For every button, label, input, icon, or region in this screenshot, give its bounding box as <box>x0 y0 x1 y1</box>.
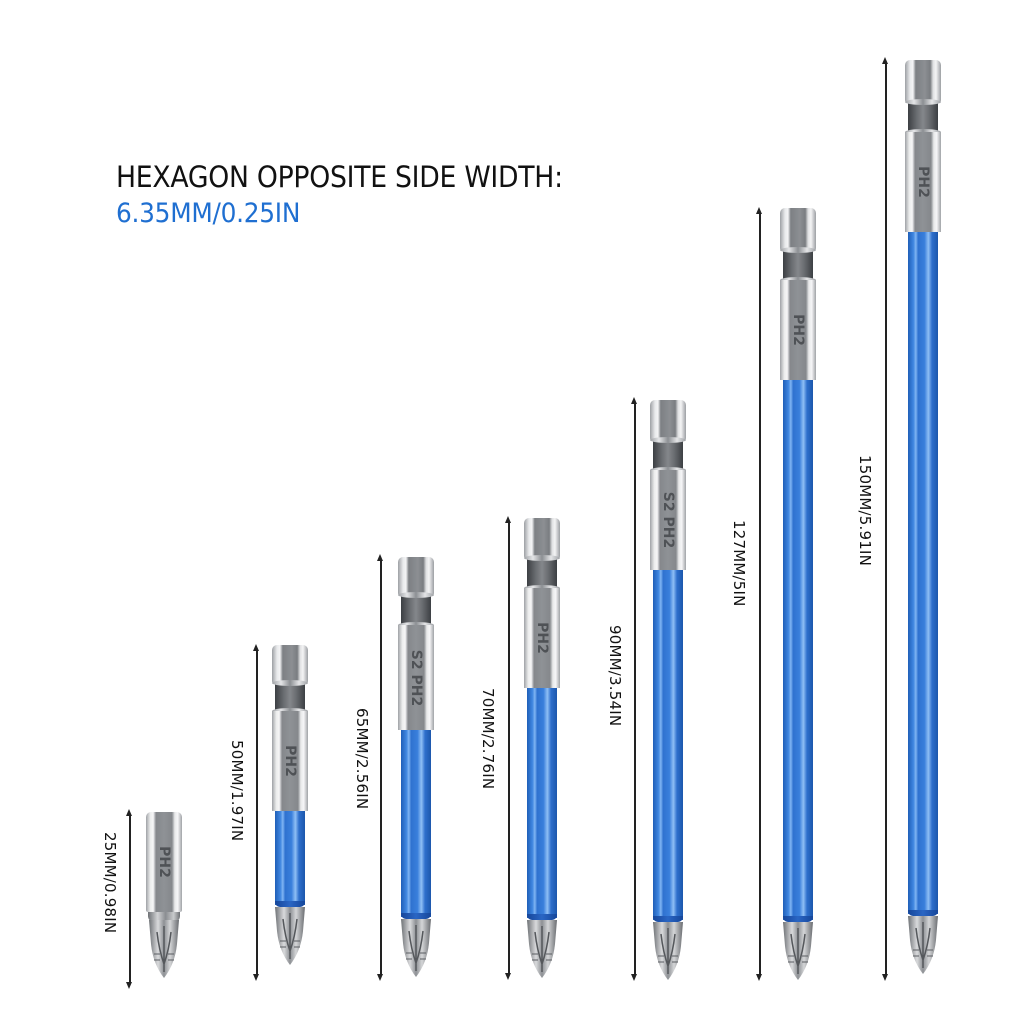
bit-127mm: PH2 <box>780 208 816 980</box>
bit-25mm: PH2 <box>146 812 182 982</box>
bit-hex-cap <box>398 557 434 595</box>
bit-mark: PH2 <box>534 622 550 654</box>
bit-hex-shank: S2 PH2 <box>398 625 434 730</box>
bit-hex-shank: PH2 <box>905 132 941 232</box>
bit-50mm: PH2 <box>272 645 308 980</box>
dimension-arrow-150mm <box>882 57 888 981</box>
spec-hex-width: 6.35MM/0.25IN <box>116 198 301 229</box>
dimension-arrow-50mm <box>253 644 259 981</box>
bit-blue-shaft <box>527 688 557 918</box>
shaft-end <box>783 916 813 922</box>
bit-hex-shank: S2 PH2 <box>650 470 686 570</box>
phillips-tip-icon <box>653 922 683 980</box>
shaft-end <box>908 910 938 916</box>
shaft-end <box>275 901 305 907</box>
shaft-end <box>401 913 431 919</box>
bit-blue-shaft <box>401 730 431 917</box>
dimension-label-127mm: 127MM/5IN <box>730 520 748 607</box>
bit-150mm: PH2 <box>905 60 941 980</box>
bit-blue-shaft <box>783 380 813 920</box>
bit-mark: PH2 <box>915 166 931 198</box>
bit-hex-shank: PH2 <box>780 280 816 380</box>
bit-mark: S2 PH2 <box>660 491 676 549</box>
bit-mark: PH2 <box>790 314 806 346</box>
bit-90mm: S2 PH2 <box>650 400 686 980</box>
bit-mark: PH2 <box>282 745 298 777</box>
dimension-label-70mm: 70MM/2.76IN <box>479 688 497 790</box>
shaft-end <box>653 916 683 922</box>
bit-hex-cap <box>524 518 560 558</box>
shaft-end <box>527 914 557 920</box>
dimension-arrow-25mm <box>126 809 132 989</box>
bit-groove <box>272 680 308 714</box>
bit-groove <box>780 247 816 283</box>
bit-groove <box>524 555 560 591</box>
spec-title: HEXAGON OPPOSITE SIDE WIDTH: <box>116 160 563 194</box>
dimension-label-25mm: 25MM/0.98IN <box>101 832 119 934</box>
bit-hex-cap <box>650 400 686 440</box>
bit-hex-cap <box>780 208 816 250</box>
bit-collar <box>148 912 180 922</box>
bit-hex-shank: PH2 <box>146 812 182 912</box>
dimension-label-50mm: 50MM/1.97IN <box>228 740 246 842</box>
bit-hex-shank: PH2 <box>272 711 308 811</box>
dimension-label-150mm: 150MM/5.91IN <box>856 455 874 567</box>
dimension-arrow-70mm <box>505 516 511 980</box>
dimension-label-90mm: 90MM/3.54IN <box>606 625 624 727</box>
phillips-tip-icon <box>783 922 813 980</box>
bit-mark: PH2 <box>156 846 172 878</box>
bit-70mm: PH2 <box>524 518 560 980</box>
phillips-tip-icon <box>401 919 431 977</box>
dimension-arrow-90mm <box>631 397 637 981</box>
bit-blue-shaft <box>275 811 305 905</box>
dimension-arrow-127mm <box>756 207 762 981</box>
bit-hex-cap <box>905 60 941 102</box>
phillips-tip-icon <box>275 907 305 965</box>
phillips-tip-icon <box>908 916 938 974</box>
bit-65mm: S2 PH2 <box>398 557 434 980</box>
dimension-label-65mm: 65MM/2.56IN <box>353 708 371 810</box>
bit-blue-shaft <box>653 570 683 920</box>
phillips-tip-icon <box>527 920 557 978</box>
bit-groove <box>905 99 941 135</box>
bit-groove <box>650 437 686 473</box>
bit-blue-shaft <box>908 232 938 914</box>
bit-groove <box>398 592 434 628</box>
phillips-tip-icon <box>149 920 179 978</box>
dimension-arrow-65mm <box>377 554 383 981</box>
bit-hex-cap <box>272 645 308 683</box>
bit-hex-shank: PH2 <box>524 588 560 688</box>
bit-mark: S2 PH2 <box>408 649 424 706</box>
